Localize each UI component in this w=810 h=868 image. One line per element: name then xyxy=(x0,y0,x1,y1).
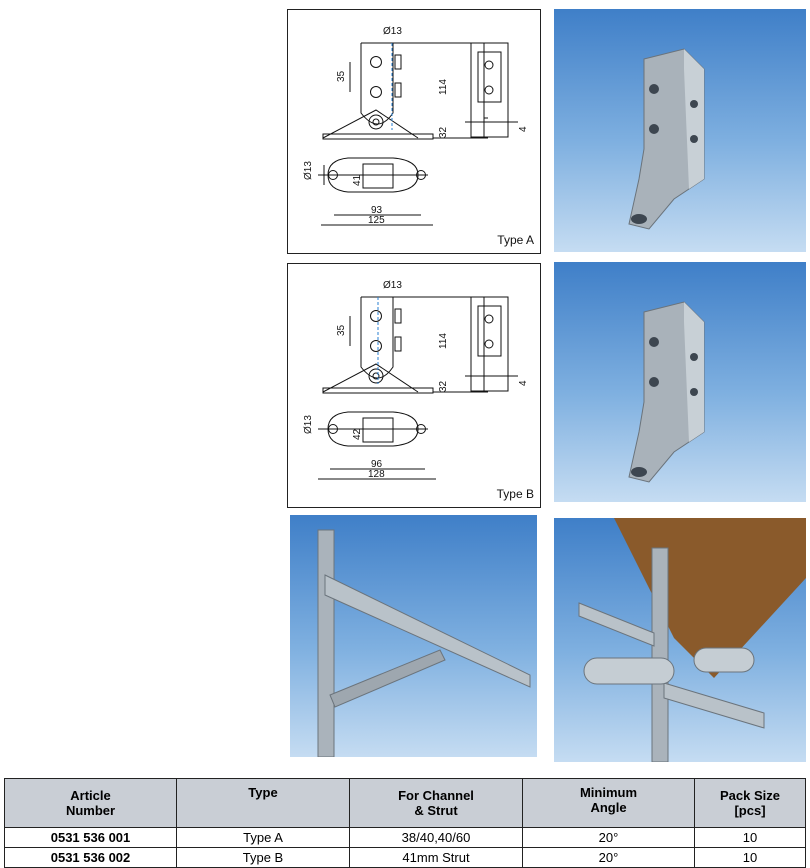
table-row: 0531 536 002 Type B 41mm Strut 20° 10 xyxy=(4,847,806,868)
dim-base: 32 xyxy=(438,126,449,138)
drawing-lines: Ø13 35 114 32 4 42 Ø13 96 128 xyxy=(303,280,529,480)
article-number: 0531 536 001 xyxy=(4,827,177,848)
dim-inner-width: 42 xyxy=(352,428,363,440)
product-photo-type-a xyxy=(554,9,806,252)
bracket-image xyxy=(628,48,705,230)
dim-slot-diameter: Ø13 xyxy=(303,161,314,180)
dim-slot-diameter: Ø13 xyxy=(303,415,314,434)
dim-hole-diameter: Ø13 xyxy=(383,280,402,291)
article-number: 0531 536 002 xyxy=(4,847,177,868)
channel-cell: 38/40,40/60 xyxy=(349,827,523,848)
channel-cell: 41mm Strut xyxy=(349,847,523,868)
application-photo-cantilever xyxy=(290,515,537,757)
dim-hole-span: 93 xyxy=(371,205,383,216)
type-label: Type B xyxy=(496,487,534,501)
technical-drawing-type-a: Ø13 35 114 32 4 41 Ø13 93 125 Type A xyxy=(287,9,541,254)
dim-hole-spacing: 35 xyxy=(336,70,347,82)
dim-hole-span: 96 xyxy=(371,459,383,470)
table-row: 0531 536 001 Type A 38/40,40/60 20° 10 xyxy=(4,827,806,848)
pipe-support-image xyxy=(578,518,806,762)
dim-length: 125 xyxy=(368,215,385,226)
dim-offset: 4 xyxy=(518,126,529,132)
dim-hole-spacing: 35 xyxy=(336,324,347,336)
application-photo-pipes xyxy=(554,518,806,762)
dim-hole-diameter: Ø13 xyxy=(383,26,402,37)
header-pack-size: Pack Size[pcs] xyxy=(694,778,806,828)
angle-cell: 20° xyxy=(522,827,695,848)
dim-length: 128 xyxy=(368,469,385,480)
cantilever-image xyxy=(317,529,531,757)
type-label: Type A xyxy=(497,233,534,247)
drawing-lines: Ø13 35 114 32 4 41 Ø13 93 125 xyxy=(303,26,529,226)
product-photo-type-b xyxy=(554,262,806,502)
type-cell: Type A xyxy=(176,827,350,848)
header-channel-strut: For Channel& Strut xyxy=(349,778,523,828)
header-type: Type xyxy=(176,778,350,828)
dim-offset: 4 xyxy=(518,380,529,386)
angle-cell: 20° xyxy=(522,847,695,868)
pack-size-cell: 10 xyxy=(694,847,806,868)
type-cell: Type B xyxy=(176,847,350,868)
technical-drawing-type-b: Ø13 35 114 32 4 42 Ø13 96 128 Type B xyxy=(287,263,541,508)
dim-base: 32 xyxy=(438,380,449,392)
dim-height: 114 xyxy=(438,79,449,95)
dim-inner-width: 41 xyxy=(352,174,363,186)
dim-height: 114 xyxy=(438,333,449,349)
bracket-image xyxy=(628,301,705,483)
pack-size-cell: 10 xyxy=(694,827,806,848)
